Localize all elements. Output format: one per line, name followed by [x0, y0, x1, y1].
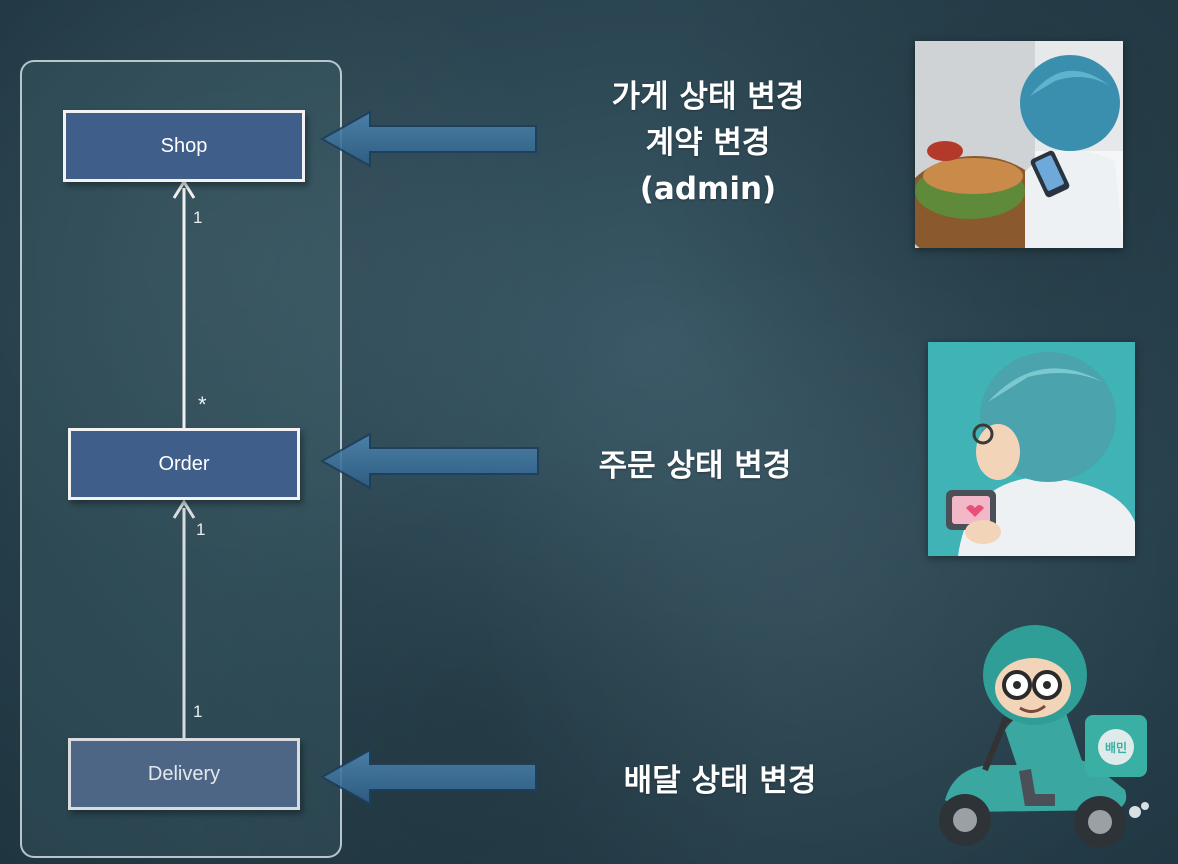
arrowhead-order [172, 499, 196, 519]
admin-character-image [915, 41, 1123, 248]
delivery-rider-image: 배민 [939, 625, 1149, 848]
label-order: 주문 상태 변경 [598, 448, 792, 484]
block-arrow-delivery [319, 748, 537, 806]
multiplicity-shop-end: 1 [193, 208, 203, 227]
class-order: Order [68, 428, 300, 500]
label-shop-line3: (admin) [639, 171, 777, 207]
multiplicity-order-end: 1 [196, 520, 206, 539]
multiplicity-delivery-end: 1 [193, 702, 203, 721]
block-arrow-order [319, 432, 539, 490]
block-arrow-shop [319, 110, 537, 168]
label-shop-line2: 계약 변경 [645, 125, 771, 161]
customer-character-image [928, 342, 1135, 556]
rider-box-text: 배민 [1105, 740, 1127, 755]
label-shop-line1: 가게 상태 변경 [611, 79, 805, 115]
class-shop: Shop [63, 110, 305, 182]
multiplicity-order-many: * [198, 392, 207, 417]
class-delivery: Delivery [68, 738, 300, 810]
arrowhead-shop [172, 179, 196, 199]
label-delivery: 배달 상태 변경 [623, 763, 817, 799]
label-shop-group: 가게 상태 변경 계약 변경 (admin) [578, 74, 838, 212]
